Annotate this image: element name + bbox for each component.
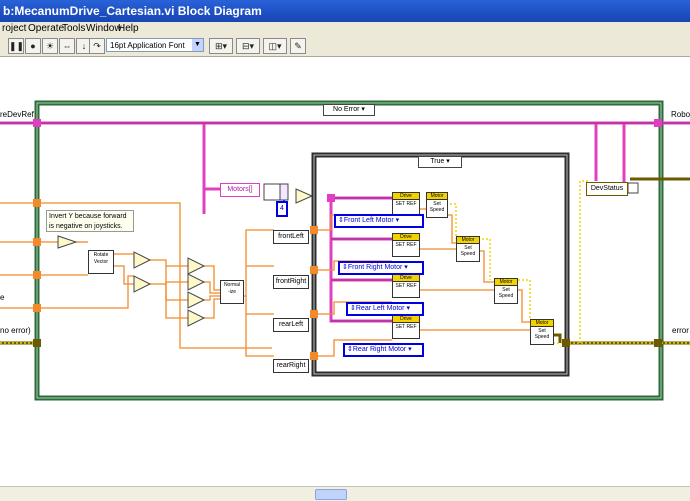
motor-set-speed-vi-3[interactable]: Motor Set Speed xyxy=(494,278,518,304)
rear-right-motor-enum[interactable]: ⇕Rear Right Motor ▾ xyxy=(343,343,424,357)
refnum-wire-core xyxy=(0,122,690,322)
rear-right-terminal[interactable]: rearRight xyxy=(273,359,309,373)
invert-y-comment: Invert Y because forward is negative on … xyxy=(46,210,134,232)
dev-status-terminal[interactable]: DevStatus xyxy=(586,182,628,196)
error-tunnels xyxy=(33,339,662,347)
error-out-label: error xyxy=(672,326,689,335)
highlight-icon[interactable]: ☀ xyxy=(42,38,58,54)
rotate-vector-line-1: Rotate xyxy=(93,252,109,258)
motor-vi-2-head: Motor xyxy=(457,237,479,244)
error-wires-dashes xyxy=(0,180,690,344)
drive-vi-1-body: SET REF xyxy=(395,201,417,207)
drive-vi-3-body: SET REF xyxy=(395,283,417,289)
drive-vi-2-body: SET REF xyxy=(395,242,417,248)
motor-vi-2-body: Set Speed xyxy=(460,245,476,257)
horizontal-scrollbar[interactable] xyxy=(0,486,690,501)
title-bar: b:MecanumDrive_Cartesian.vi Block Diagra… xyxy=(0,0,690,22)
menu-operate[interactable]: Operate xyxy=(28,23,65,34)
robo-output-label: Robo xyxy=(671,110,690,119)
toolbar: ❚❚ ● ☀ ⇔ ↓ ↷ 16pt Application Font ▼ ⊞▾ … xyxy=(0,36,690,57)
numeric-tunnels xyxy=(33,199,318,360)
front-left-motor-label: Front Left Motor xyxy=(343,217,394,224)
drive-set-ref-vi-4[interactable]: Drive SET REF xyxy=(392,315,420,339)
normalize-line-1: Normal xyxy=(223,282,241,288)
inner-case-inner-edge xyxy=(313,154,568,375)
window-title: b:MecanumDrive_Cartesian.vi Block Diagra… xyxy=(3,4,262,18)
front-right-motor-enum[interactable]: ⇕Front Right Motor ▾ xyxy=(338,261,424,275)
front-right-terminal[interactable]: frontRight xyxy=(273,275,309,289)
inner-case-label: True xyxy=(430,158,445,165)
retain-wire-icon[interactable]: ⇔ xyxy=(59,38,75,54)
motor-vi-4-body: Set Speed xyxy=(534,328,550,340)
rear-left-terminal[interactable]: rearLeft xyxy=(273,318,309,332)
motor-set-speed-vi-1[interactable]: Motor Set Speed xyxy=(426,192,448,218)
drive-vi-1-head: Drive xyxy=(393,193,419,200)
reorder-icon[interactable]: ◫▾ xyxy=(263,38,287,54)
distribute-icon[interactable]: ⊟▾ xyxy=(236,38,260,54)
drive-vi-4-head: Drive xyxy=(393,316,419,323)
drive-vi-4-body: SET REF xyxy=(395,324,417,330)
front-left-terminal[interactable]: frontLeft xyxy=(273,230,309,244)
normalize-line-2: -ize xyxy=(227,289,237,295)
font-select[interactable]: 16pt Application Font ▼ xyxy=(106,38,204,52)
motor-vi-3-head: Motor xyxy=(495,279,517,286)
align-icon[interactable]: ⊞▾ xyxy=(209,38,233,54)
step-over-icon[interactable]: ↷ xyxy=(89,38,105,54)
menu-window[interactable]: Window xyxy=(86,23,122,34)
motor-set-speed-vi-4[interactable]: Motor Set Speed xyxy=(530,319,554,345)
drive-set-ref-vi-1[interactable]: Drive SET REF xyxy=(392,192,420,216)
error-in-label: no error) xyxy=(0,326,31,335)
index-array-node xyxy=(263,183,281,201)
negate-node xyxy=(57,235,78,249)
comment-line-2: is negative on joysticks. xyxy=(49,223,123,230)
rear-left-motor-enum[interactable]: ⇕Rear Left Motor ▾ xyxy=(346,302,424,316)
drive-set-ref-vi-2[interactable]: Drive SET REF xyxy=(392,233,420,257)
rear-left-motor-label: Rear Left Motor xyxy=(355,305,405,312)
motor-vi-4-head: Motor xyxy=(531,320,553,327)
motor-set-speed-vi-2[interactable]: Motor Set Speed xyxy=(456,236,480,262)
motor-vi-1-head: Motor xyxy=(427,193,447,200)
outer-case-inner-edge xyxy=(36,102,662,399)
unbundle-node xyxy=(627,182,639,194)
rotate-vector-vi[interactable]: Rotate Vector xyxy=(88,250,114,274)
outer-case-selector[interactable]: No Error ▾ xyxy=(323,104,375,116)
font-select-value: 16pt Application Font xyxy=(110,41,185,50)
drive-set-ref-vi-3[interactable]: Drive SET REF xyxy=(392,274,420,298)
menu-tools[interactable]: Tools xyxy=(62,23,86,34)
index-constant[interactable]: 4 xyxy=(276,201,288,217)
rotate-vector-line-2: Vector xyxy=(93,259,109,265)
abort-button[interactable]: ● xyxy=(25,38,41,54)
ref-input-label: reDevRef xyxy=(0,110,34,119)
motor-vi-3-body: Set Speed xyxy=(498,287,514,299)
menu-bar: roject Operate Tools Window Help xyxy=(0,22,690,36)
drive-vi-2-head: Drive xyxy=(393,234,419,241)
motors-array-terminal[interactable]: Motors[] xyxy=(220,183,260,197)
rear-right-motor-label: Rear Right Motor xyxy=(352,346,407,353)
chevron-down-icon: ▼ xyxy=(192,39,203,51)
menu-help[interactable]: Help xyxy=(118,23,139,34)
inner-case-selector[interactable]: True ▾ xyxy=(418,156,462,168)
scrollbar-thumb[interactable] xyxy=(315,489,347,500)
menu-project[interactable]: roject xyxy=(2,23,27,34)
cleanup-icon[interactable]: ✎ xyxy=(290,38,306,54)
e-input-label: e xyxy=(0,293,5,302)
motor-vi-1-body: Set Speed xyxy=(429,201,445,213)
refnum-tunnels xyxy=(33,119,662,202)
pause-button[interactable]: ❚❚ xyxy=(8,38,24,54)
normalize-vi[interactable]: Normal -ize xyxy=(220,280,244,304)
outer-case-label: No Error xyxy=(333,106,360,113)
front-left-motor-enum[interactable]: ⇕Front Left Motor ▾ xyxy=(334,214,424,228)
front-right-motor-label: Front Right Motor xyxy=(347,264,403,271)
arithmetic-nodes xyxy=(133,188,314,327)
drive-vi-3-head: Drive xyxy=(393,275,419,282)
comment-line-1: Invert Y because forward xyxy=(49,213,127,220)
